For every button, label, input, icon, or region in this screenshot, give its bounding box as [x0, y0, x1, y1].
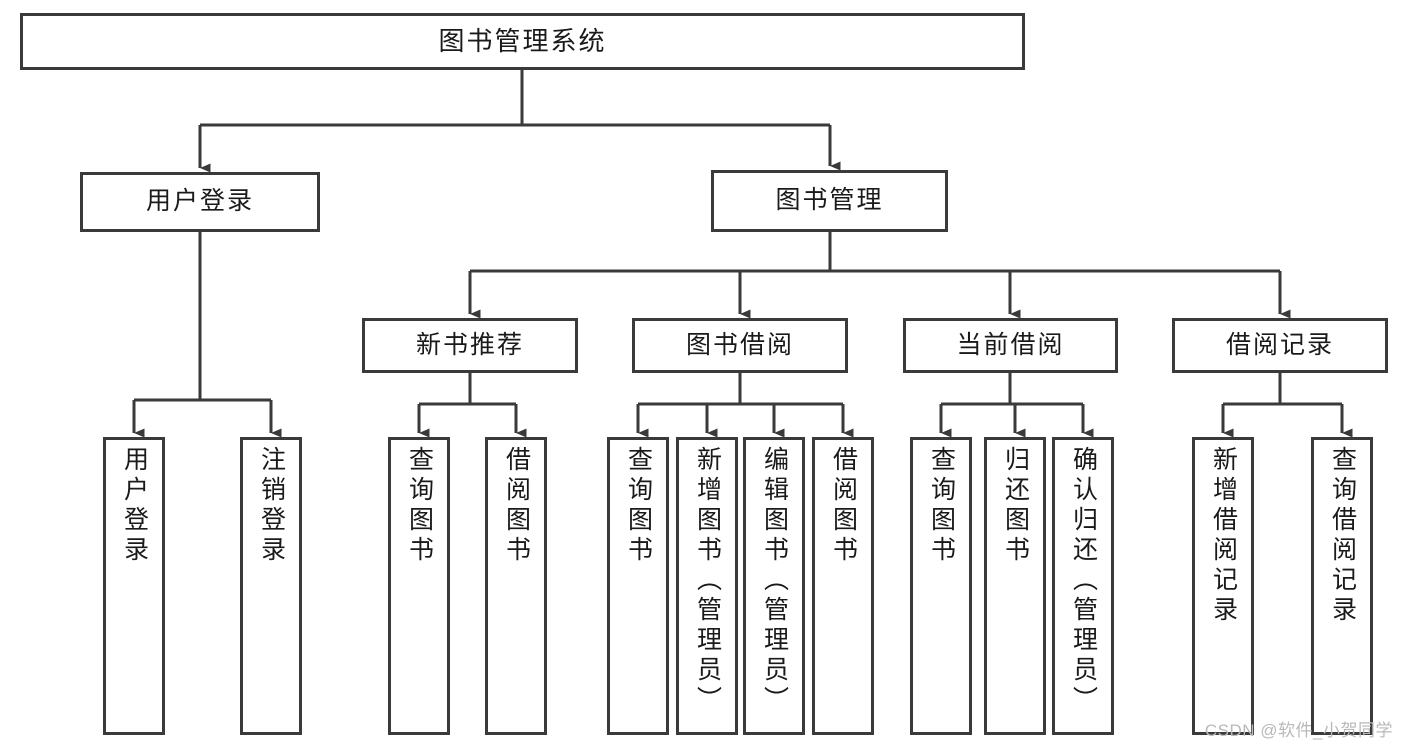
node-leaf-confirm-return[interactable]: 确认归还（管理员） — [1052, 437, 1114, 735]
node-root[interactable]: 图书管理系统 — [20, 13, 1025, 70]
node-book-borrow[interactable]: 图书借阅 — [632, 318, 848, 373]
node-leaf-query-book-current[interactable]: 查询图书 — [910, 437, 972, 735]
watermark: CSDN @软件_小贺同学 — [1204, 721, 1393, 740]
node-leaf-query-record-label: 查询借阅记录 — [1328, 446, 1357, 626]
node-book-borrow-label: 图书借阅 — [685, 330, 794, 359]
node-user-login-label: 用户登录 — [145, 187, 254, 216]
node-new-book-rec[interactable]: 新书推荐 — [362, 318, 578, 373]
node-new-book-rec-label: 新书推荐 — [415, 330, 524, 359]
node-leaf-add-record[interactable]: 新增借阅记录 — [1192, 437, 1254, 735]
node-leaf-return-book[interactable]: 归还图书 — [984, 437, 1046, 735]
node-current-borrow[interactable]: 当前借阅 — [903, 318, 1118, 373]
node-leaf-logout-label: 注销登录 — [257, 446, 286, 566]
node-leaf-query-book-borrow[interactable]: 查询图书 — [607, 437, 669, 735]
node-root-label: 图书管理系统 — [438, 26, 607, 57]
node-current-borrow-label: 当前借阅 — [956, 330, 1065, 359]
node-leaf-query-record[interactable]: 查询借阅记录 — [1311, 437, 1373, 735]
node-leaf-query-book-borrow-label: 查询图书 — [624, 446, 653, 566]
node-leaf-edit-book-label: 编辑图书（管理员） — [760, 446, 789, 716]
node-leaf-return-book-label: 归还图书 — [1001, 446, 1030, 566]
node-borrow-record-label: 借阅记录 — [1225, 330, 1334, 359]
node-leaf-borrow-book[interactable]: 借阅图书 — [812, 437, 874, 735]
node-leaf-borrow-book-label: 借阅图书 — [829, 446, 858, 566]
node-leaf-edit-book[interactable]: 编辑图书（管理员） — [743, 437, 805, 735]
node-leaf-add-book[interactable]: 新增图书（管理员） — [676, 437, 738, 735]
node-leaf-query-book-rec[interactable]: 查询图书 — [388, 437, 450, 735]
node-leaf-user-login-label: 用户登录 — [120, 446, 149, 566]
node-leaf-user-login[interactable]: 用户登录 — [103, 437, 165, 735]
node-book-manage-label: 图书管理 — [775, 186, 884, 215]
node-book-manage[interactable]: 图书管理 — [711, 170, 948, 232]
node-user-login[interactable]: 用户登录 — [80, 172, 320, 232]
node-leaf-query-book-rec-label: 查询图书 — [405, 446, 434, 566]
node-leaf-query-book-current-label: 查询图书 — [927, 446, 956, 566]
node-leaf-confirm-return-label: 确认归还（管理员） — [1069, 446, 1098, 716]
node-leaf-borrow-book-rec[interactable]: 借阅图书 — [485, 437, 547, 735]
node-leaf-add-book-label: 新增图书（管理员） — [693, 446, 722, 716]
node-borrow-record[interactable]: 借阅记录 — [1172, 318, 1388, 373]
node-leaf-logout[interactable]: 注销登录 — [240, 437, 302, 735]
node-leaf-borrow-book-rec-label: 借阅图书 — [502, 446, 531, 566]
node-leaf-add-record-label: 新增借阅记录 — [1209, 446, 1238, 626]
